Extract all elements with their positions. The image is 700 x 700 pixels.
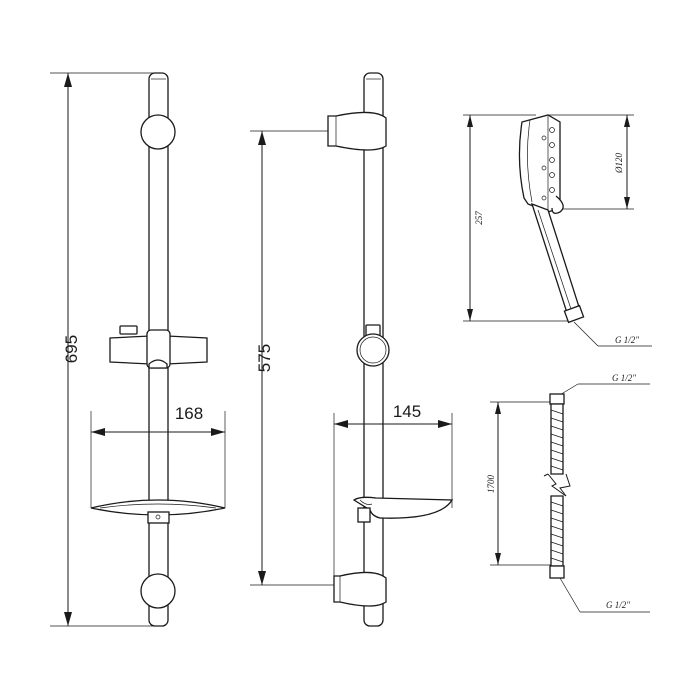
sliding-holder — [109, 325, 208, 369]
hand-shower-length-label: 257 — [474, 211, 484, 225]
hose-length-dimension: 1700 — [486, 401, 552, 566]
shower-hose — [543, 393, 571, 579]
distance-label: 575 — [255, 344, 274, 372]
side-top-bracket — [327, 111, 387, 151]
side-view: 575 145 — [250, 72, 454, 627]
hand-shower-length-dimension: 257 — [463, 114, 572, 322]
hand-shower-diameter-label: Ø120 — [614, 153, 624, 174]
hose-bottom-connection-label: G 1/2" — [606, 600, 630, 610]
hand-shower — [518, 114, 585, 324]
top-wall-bracket — [140, 114, 176, 150]
soap-dish-depth-dimension: 145 — [333, 402, 453, 585]
side-soap-dish — [352, 496, 454, 523]
hand-shower-connection-label: G 1/2" — [615, 335, 639, 345]
distance-dimension: 575 — [250, 130, 334, 586]
side-holder-knob — [356, 324, 390, 367]
hand-shower-diameter-dimension: Ø120 — [548, 114, 634, 210]
hose-length-label: 1700 — [486, 475, 496, 494]
front-view: 695 168 — [50, 72, 226, 627]
soap-dish-width-label: 168 — [175, 404, 203, 423]
hand-shower-view: 257 Ø120 — [463, 114, 652, 347]
soap-dish-width-dimension: 168 — [90, 404, 226, 508]
hose-top-callout: G 1/2" — [557, 373, 650, 397]
hand-shower-connection-callout: G 1/2" — [573, 321, 652, 347]
hose-bottom-callout: G 1/2" — [559, 577, 650, 613]
height-dimension: 695 — [50, 72, 160, 627]
soap-dish-depth-label: 145 — [393, 402, 421, 421]
hose-view: G 1/2" 1700 — [486, 373, 650, 613]
side-bottom-bracket — [333, 571, 387, 607]
bottom-wall-bracket — [140, 573, 176, 609]
soap-dish — [90, 499, 226, 524]
hose-top-connection-label: G 1/2" — [612, 373, 636, 383]
height-label: 695 — [62, 335, 81, 363]
